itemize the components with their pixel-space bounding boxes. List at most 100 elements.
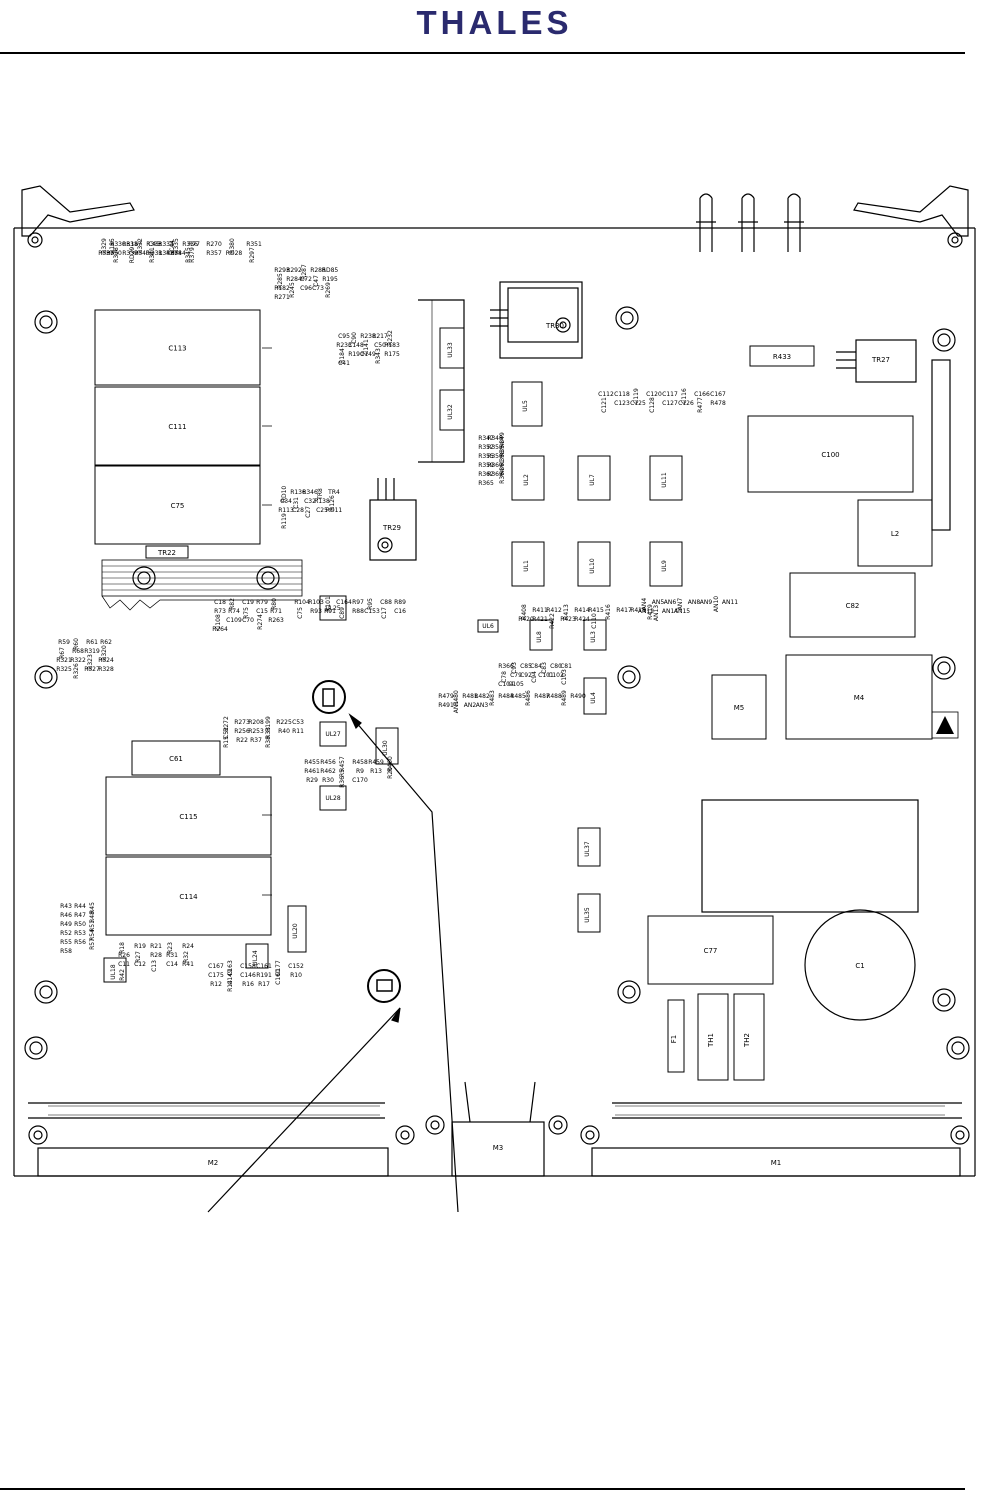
- component-label: R489: [561, 690, 568, 706]
- component-label: R208: [248, 719, 264, 726]
- component-label: C15: [256, 608, 268, 615]
- component-label: R365: [478, 480, 494, 487]
- component-label: C121: [601, 397, 608, 413]
- component-label: R412: [546, 607, 562, 614]
- chip-u32-label: UL32: [447, 404, 454, 420]
- component-label: R126: [329, 495, 336, 511]
- component-label: AN12: [638, 608, 654, 615]
- component-label: R322: [70, 657, 86, 664]
- chip-u2-label: UL2: [523, 474, 530, 486]
- footer-rule: [0, 1488, 965, 1490]
- chip-u18-label: UL18: [110, 964, 117, 980]
- component-label: R23: [167, 942, 174, 954]
- component-label: RD11: [326, 507, 343, 514]
- component-c111-label: C111: [168, 423, 186, 431]
- chip-u3-body: [583, 619, 607, 651]
- component-label: R324: [98, 657, 114, 664]
- component-label: C80: [550, 663, 562, 670]
- component-l2-label: L2: [891, 530, 899, 538]
- component-m5-label: M5: [734, 704, 745, 712]
- connector-m2-outline: [37, 1147, 389, 1177]
- component-f1-label: F1: [670, 1035, 678, 1043]
- component-label: C116: [681, 388, 688, 404]
- component-label: C170: [352, 777, 368, 784]
- chip-u20-label: UL20: [292, 923, 299, 939]
- component-label: RD29: [129, 247, 136, 264]
- component-label: R24: [182, 943, 194, 950]
- component-label: C95: [338, 333, 350, 340]
- chip-u33-body: [439, 327, 465, 369]
- component-label: R352: [478, 444, 494, 451]
- component-tr22-body: [145, 545, 189, 559]
- component-label: C104: [498, 681, 514, 688]
- chip-u6-label: UL6: [482, 623, 494, 630]
- component-label: R95: [367, 598, 374, 610]
- component-label: C167: [710, 391, 726, 398]
- component-label: R119: [281, 513, 288, 529]
- component-label: C141: [363, 339, 370, 355]
- component-label: C161: [256, 963, 272, 970]
- component-label: AN14: [662, 608, 678, 615]
- component-label: R263: [268, 617, 284, 624]
- component-label: R50: [74, 921, 86, 928]
- chip-u33-label: UL33: [447, 342, 454, 358]
- component-label: R491: [438, 702, 454, 709]
- component-f1-body: [667, 999, 685, 1073]
- component-c113-body: [94, 309, 261, 386]
- component-label: C127: [662, 400, 678, 407]
- right-ejector-handle: [853, 185, 969, 237]
- component-label: R424: [574, 616, 590, 623]
- component-label: R325: [56, 666, 72, 673]
- component-label: R423: [560, 616, 576, 623]
- component-label: R56: [74, 939, 86, 946]
- component-label: R378: [166, 250, 182, 257]
- component-label: C119: [633, 388, 640, 404]
- component-label: R30: [322, 777, 334, 784]
- component-label: R414: [574, 607, 590, 614]
- component-label: R272: [223, 716, 230, 732]
- component-label: C45: [148, 241, 160, 248]
- component-label: AN13: [653, 605, 660, 621]
- component-label: R488: [546, 693, 562, 700]
- chip-u8-body: [529, 619, 553, 651]
- component-label: R60: [73, 638, 80, 650]
- component-label: R38: [265, 736, 272, 748]
- component-label: C109: [226, 617, 242, 624]
- component-label: R11: [292, 728, 304, 735]
- chip-u28-label: UL28: [325, 795, 341, 802]
- component-label: C158: [240, 963, 256, 970]
- connector-m1-outline: [591, 1147, 961, 1177]
- component-tr22-label: TR22: [157, 549, 176, 557]
- component-label: C148: [348, 342, 364, 349]
- component-label: C41: [338, 360, 350, 367]
- chip-u35-label: UL35: [584, 907, 591, 923]
- component-label: R185: [109, 238, 116, 254]
- component-label: R321: [56, 657, 72, 664]
- component-c100-body: [747, 415, 914, 493]
- component-label: R331: [122, 241, 138, 248]
- component-label: AN9: [700, 599, 713, 606]
- component-label: R62: [100, 639, 112, 646]
- component-label: R270: [206, 241, 222, 248]
- component-label: R225: [276, 719, 292, 726]
- component-label: R49: [60, 921, 72, 928]
- component-label: C146: [240, 972, 256, 979]
- component-label: R67: [59, 647, 66, 659]
- component-label: R238: [360, 333, 376, 340]
- component-c61-body: [131, 740, 221, 776]
- component-label: C44: [169, 240, 176, 252]
- component-label: R5: [339, 769, 346, 777]
- component-label: R481: [462, 693, 478, 700]
- component-label: R327: [84, 666, 100, 673]
- component-label: R58: [60, 948, 72, 955]
- component-label: R329: [101, 238, 108, 254]
- component-label: R15: [223, 736, 230, 748]
- component-label: C102: [548, 672, 564, 679]
- component-label: R183: [384, 342, 400, 349]
- component-label: R22: [236, 737, 248, 744]
- component-label: R195: [322, 276, 338, 283]
- component-label: R340: [134, 250, 150, 257]
- component-label: R357: [206, 250, 222, 257]
- component-label: C13: [151, 960, 158, 972]
- chip-u25-label: UL25: [325, 605, 341, 612]
